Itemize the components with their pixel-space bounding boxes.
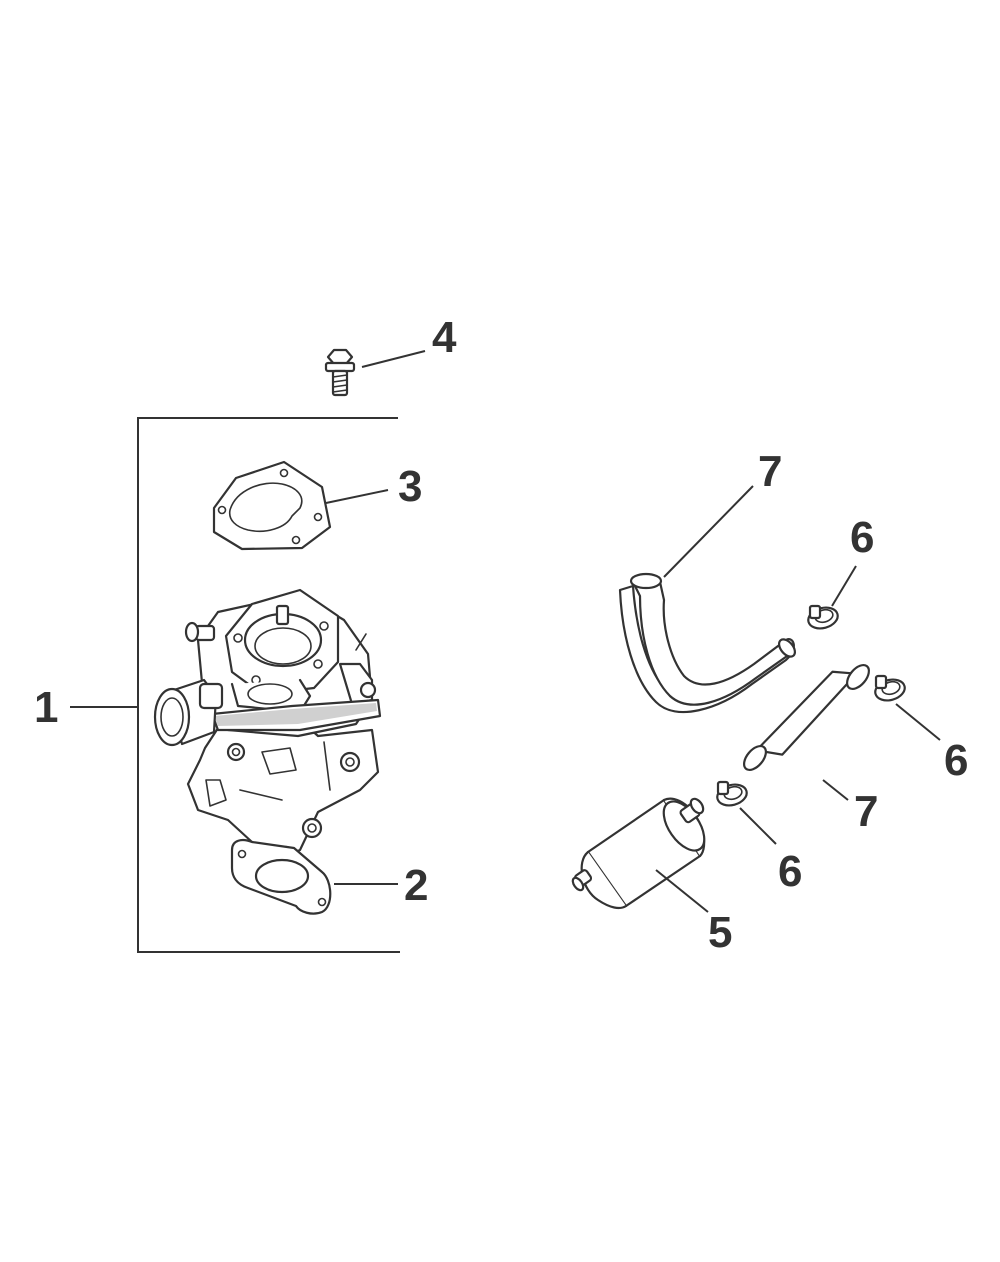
callout-5: 5	[708, 908, 732, 957]
straight-fuel-hose-part[interactable]	[740, 661, 873, 801]
hose-clamp-lower-part[interactable]	[715, 780, 777, 845]
lower-gasket-part[interactable]	[230, 839, 398, 915]
bolt-part[interactable]	[324, 348, 426, 397]
callout-3: 3	[398, 462, 422, 511]
callout-6-lower: 6	[778, 847, 802, 896]
bent-fuel-hose-part[interactable]	[618, 485, 798, 714]
hose-clamp-right-part[interactable]	[873, 674, 941, 741]
callout-6-upper: 6	[850, 513, 874, 562]
callout-4: 4	[432, 313, 457, 362]
carburetor-body-part[interactable]	[153, 588, 382, 863]
fuel-filter-part[interactable]	[571, 794, 713, 913]
assembly-bracket	[70, 417, 400, 953]
callout-7-lower: 7	[854, 787, 878, 836]
callout-2: 2	[404, 861, 428, 910]
callout-7-upper: 7	[758, 447, 782, 496]
upper-gasket-part[interactable]	[212, 460, 389, 551]
callout-1: 1	[34, 683, 58, 732]
hose-clamp-upper-part[interactable]	[806, 565, 857, 632]
callout-6-right: 6	[944, 736, 968, 785]
